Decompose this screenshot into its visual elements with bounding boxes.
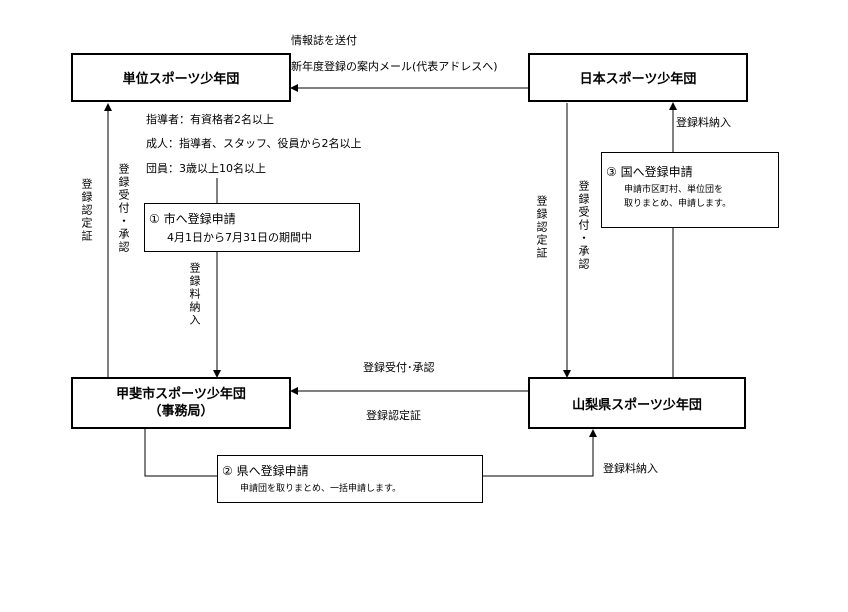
- step3-national-application: ③ 国へ登録申請 申請市区町村、単位団を 取りまとめ、申請します。: [601, 152, 779, 228]
- node-unit-sports-club: 単位スポーツ少年団: [71, 53, 291, 102]
- arrow-step2-to-pref: [483, 429, 597, 477]
- label-info-magazine: 情報誌を送付: [291, 34, 357, 47]
- step2-title: ② 県へ登録申請: [222, 464, 309, 478]
- label-unit-certificate: 登録認定証: [80, 178, 93, 243]
- step3-title: ③ 国へ登録申請: [606, 165, 693, 179]
- line-kai-to-step2: [144, 429, 217, 477]
- node-kai-label-line1: 甲斐市スポーツ少年団: [116, 387, 246, 402]
- label-pref-fee: 登録料納入: [603, 462, 658, 475]
- node-yamanashi-label: 山梨県スポーツ少年団: [572, 397, 702, 413]
- node-japan-sports-club: 日本スポーツ少年団: [528, 53, 748, 102]
- node-unit-label: 単位スポーツ少年団: [122, 72, 240, 87]
- label-japan-certificate: 登録認定証: [535, 195, 548, 260]
- requirement-leader: 指導者：有資格者2名以上: [146, 113, 274, 126]
- label-unit-accept: 登録受付・承認: [117, 163, 130, 254]
- step3-detail-2: 取りまとめ、申請します。: [624, 199, 732, 209]
- label-pref-certificate: 登録認定証: [366, 409, 421, 422]
- label-japan-fee: 登録料納入: [676, 116, 731, 129]
- label-city-fee: 登録料納入: [188, 262, 201, 327]
- node-japan-label: 日本スポーツ少年団: [579, 72, 697, 87]
- step2-detail: 申請団を取りまとめ、一括申請します。: [240, 484, 402, 494]
- node-kai-label-line2: （事務局）: [148, 404, 214, 419]
- step3-detail-1: 申請市区町村、単位団を: [624, 185, 724, 195]
- step1-city-application: ① 市へ登録申請 4月1日から7月31日の期間中: [144, 203, 360, 252]
- label-registration-mail: 新年度登録の案内メール(代表アドレスへ): [291, 60, 498, 73]
- node-yamanashi-sports-club: 山梨県スポーツ少年団: [528, 377, 746, 429]
- step2-prefecture-application: ② 県へ登録申請 申請団を取りまとめ、一括申請します。: [217, 455, 483, 503]
- label-japan-accept: 登録受付・承認: [577, 180, 590, 271]
- node-kai-city-sports-club: 甲斐市スポーツ少年団 （事務局）: [71, 377, 291, 429]
- label-pref-accept: 登録受付･承認: [363, 361, 435, 374]
- step1-detail: 4月1日から7月31日の期間中: [167, 231, 312, 244]
- step1-title: ① 市へ登録申請: [149, 212, 236, 226]
- requirement-member: 団員：3歳以上10名以上: [146, 162, 266, 175]
- requirement-adult: 成人：指導者、スタッフ、役員から2名以上: [146, 137, 362, 150]
